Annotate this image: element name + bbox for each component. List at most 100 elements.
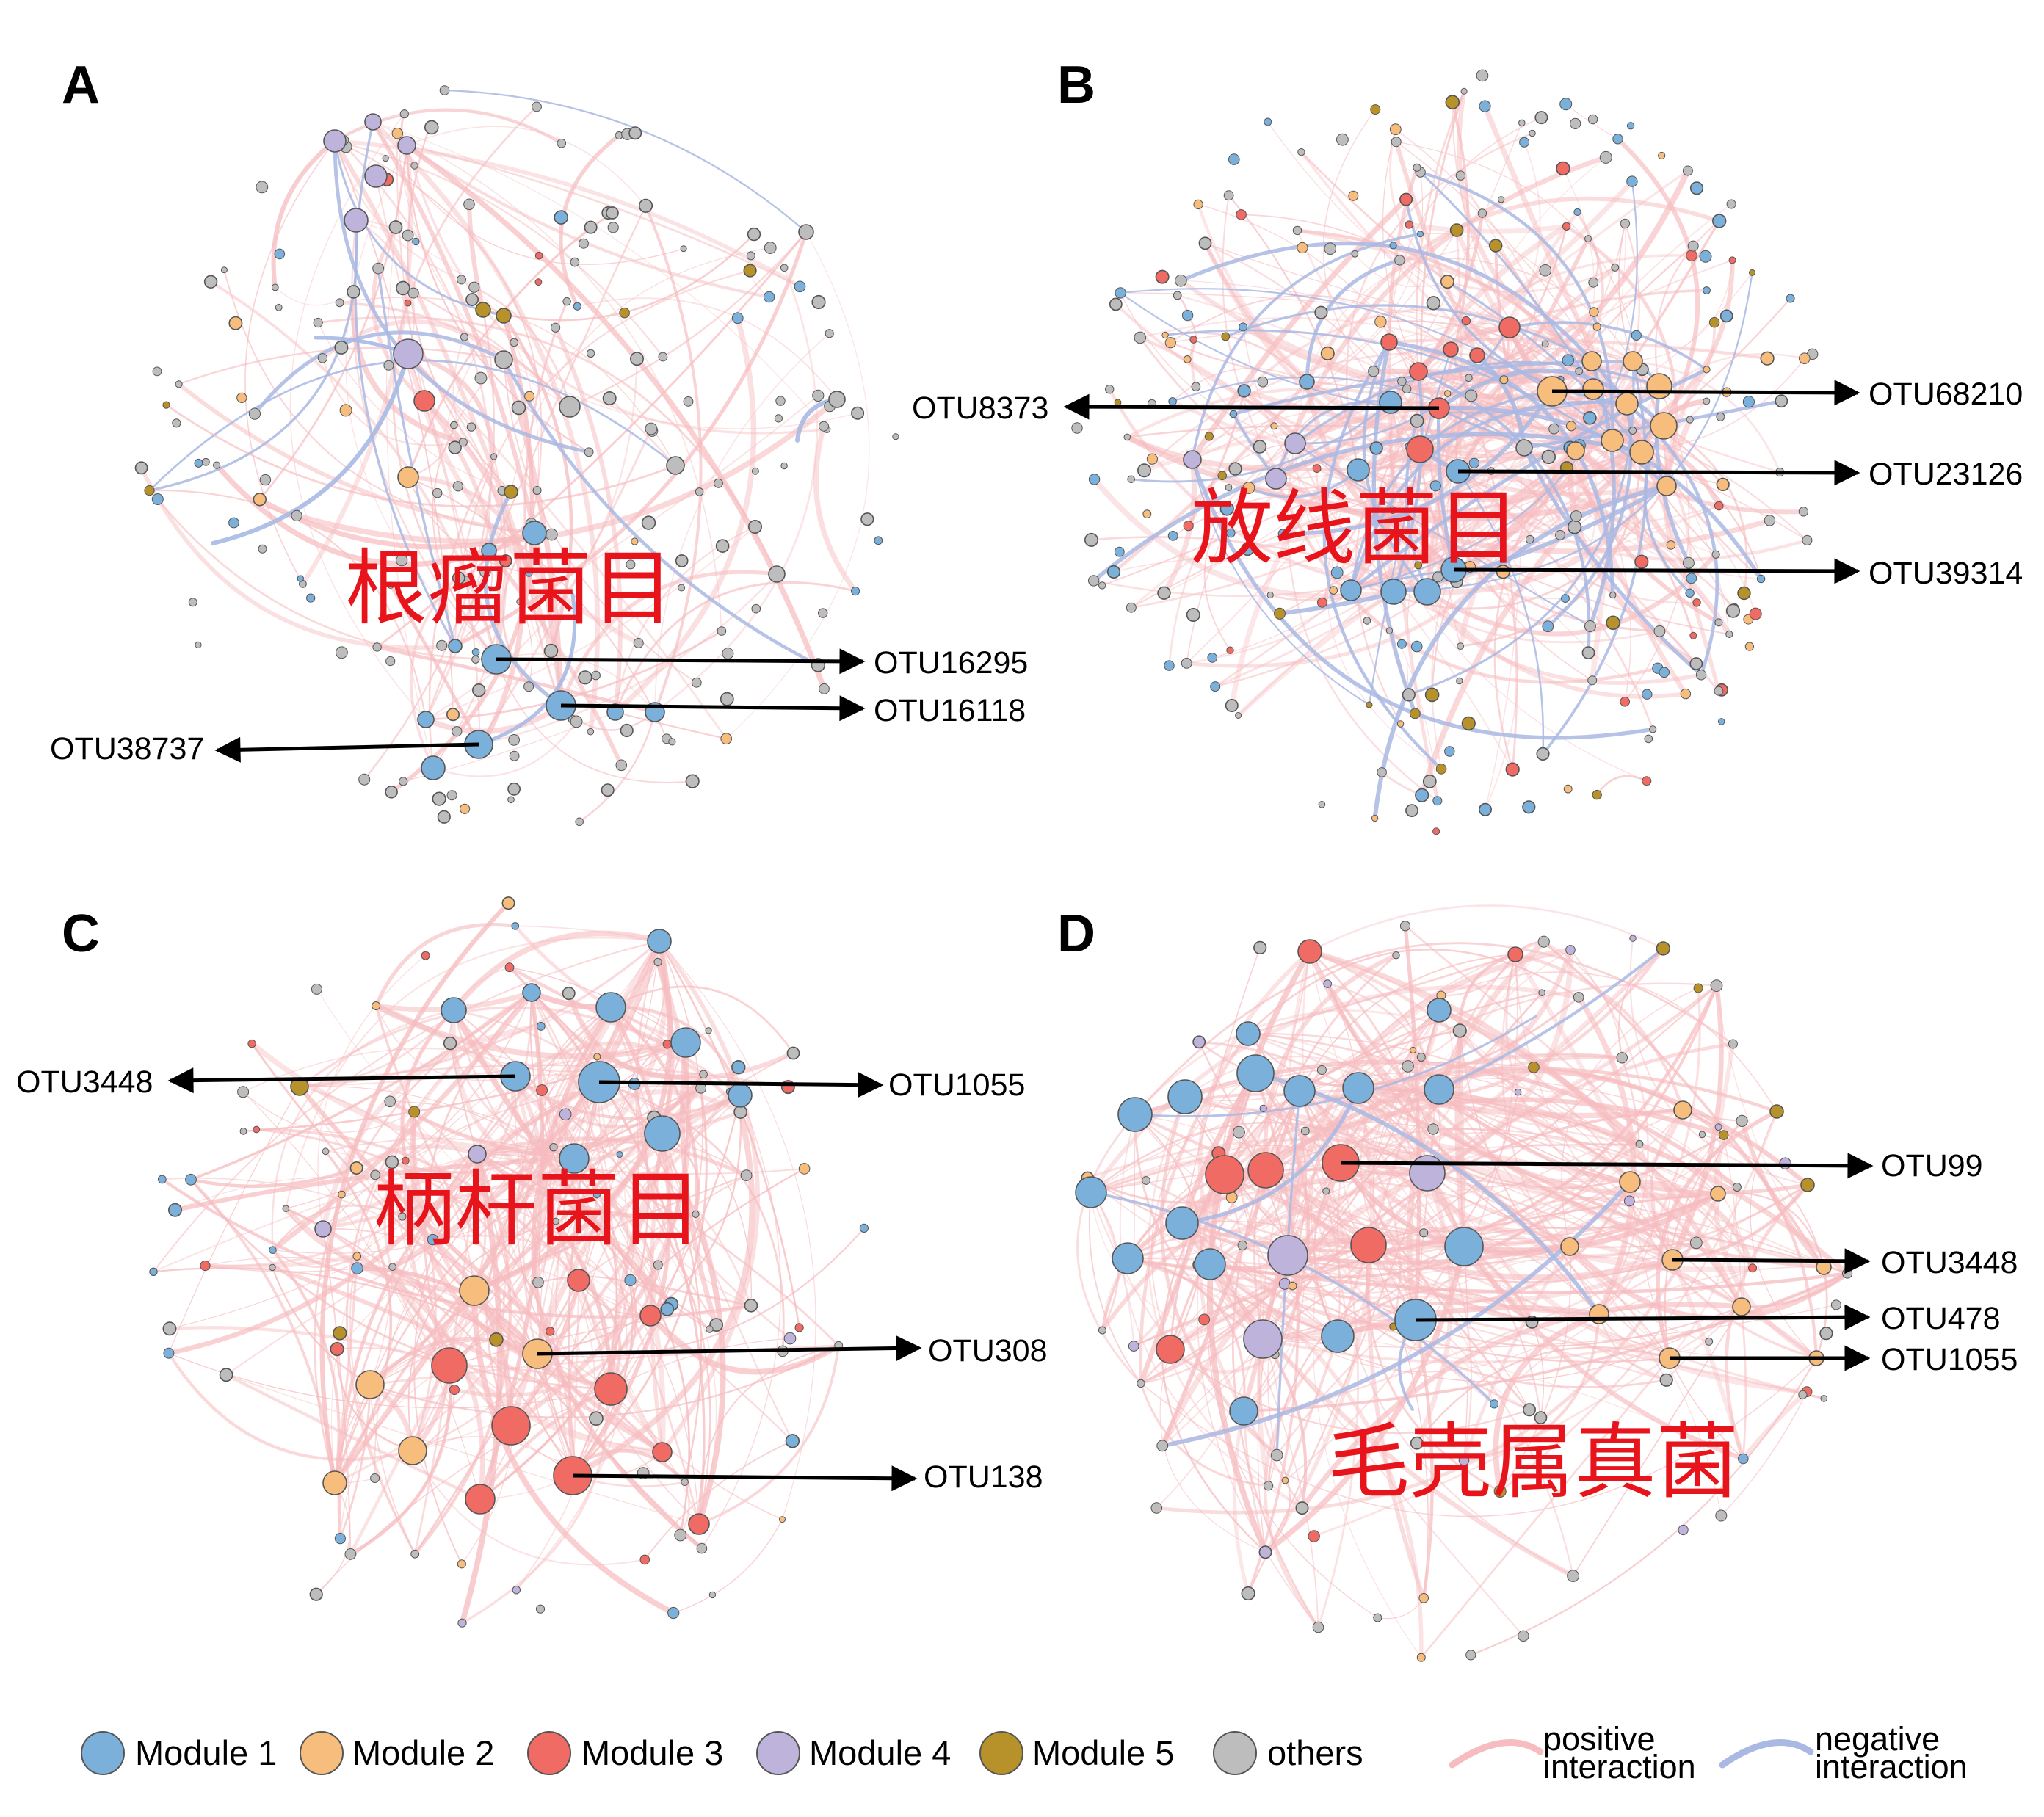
negative-edge (1475, 353, 1526, 450)
network-node (1146, 453, 1159, 465)
network-node (1297, 148, 1305, 156)
network-node (1537, 935, 1550, 948)
positive-edge (1169, 1348, 1531, 1434)
network-node (228, 316, 243, 330)
network-node (1505, 762, 1520, 777)
network-node (1689, 1236, 1703, 1250)
positive-edge (1740, 1389, 1810, 1462)
label-otu16295: OTU16295 (874, 645, 1028, 681)
network-node (524, 391, 535, 402)
network-node (629, 352, 644, 366)
positive-edge (404, 142, 827, 692)
network-node (1210, 681, 1221, 692)
positive-edge (571, 1087, 708, 1477)
network-node (1134, 331, 1147, 344)
network-node (1278, 1277, 1291, 1290)
positive-edge (271, 1266, 372, 1386)
network-node (1426, 296, 1441, 311)
label-otu3448-c: OTU3448 (16, 1065, 153, 1100)
network-node (720, 692, 734, 706)
legend-swatch-module5 (979, 1731, 1023, 1775)
positive-edge (608, 397, 677, 467)
positive-edge (189, 991, 533, 1181)
hub-node (1710, 1186, 1726, 1202)
hub-node (828, 391, 846, 408)
panel-b-taxon-label: 放线菌目 (1191, 481, 1520, 576)
network-node (1229, 410, 1238, 418)
negative-edge (1654, 384, 1691, 565)
positive-edge (1394, 128, 1576, 451)
network-node (466, 422, 476, 432)
network-node (1137, 1379, 1145, 1388)
positive-edge (658, 940, 800, 1329)
positive-edge (1286, 992, 1543, 1257)
network-node (358, 773, 371, 786)
network-node (1410, 708, 1421, 719)
network-node (1257, 376, 1269, 388)
positive-edge (1463, 1313, 1601, 1462)
negative-edge (1508, 321, 1708, 371)
positive-edge (1209, 1263, 1600, 1373)
network-node (1786, 294, 1795, 303)
network-node (779, 1516, 786, 1523)
positive-edge (1255, 1073, 1600, 1315)
network-node (463, 198, 475, 211)
network-node (1563, 784, 1573, 794)
positive-edge (530, 991, 791, 1340)
positive-edge (166, 1151, 480, 1356)
positive-edge (1261, 984, 1718, 1341)
network-node (1542, 620, 1554, 633)
hub-node (1406, 435, 1434, 463)
network-node (219, 1368, 233, 1382)
positive-edge (1572, 1306, 1742, 1577)
network-node (720, 733, 733, 745)
network-node (562, 297, 571, 306)
network-node (1712, 214, 1727, 228)
network-node (1612, 134, 1623, 145)
positive-edge (479, 1041, 690, 1501)
positive-edge (1740, 1305, 1747, 1460)
network-node (1288, 1281, 1297, 1291)
network-node (1629, 935, 1637, 942)
network-node (1168, 397, 1177, 406)
network-node (1417, 231, 1424, 238)
network-node (1240, 542, 1255, 556)
positive-edge (549, 1132, 664, 1332)
negative-edge (1191, 232, 1422, 461)
hub-node (1236, 1054, 1275, 1092)
network-node (1330, 566, 1344, 579)
network-node (638, 198, 653, 213)
network-node (1336, 133, 1349, 146)
positive-edge (271, 138, 338, 290)
network-node (675, 554, 689, 567)
network-node (1715, 1509, 1728, 1522)
positive-edge (1438, 407, 1736, 609)
negative-edge (1438, 407, 1577, 452)
network-node (1799, 352, 1811, 365)
positive-edge (413, 1110, 487, 1292)
positive-edge (432, 720, 578, 777)
positive-edge (629, 1279, 753, 1307)
positive-edge (1631, 353, 1806, 432)
positive-edge (1154, 1192, 1720, 1515)
network-node (1710, 979, 1723, 992)
network-node (1308, 1530, 1320, 1542)
network-node (780, 462, 788, 470)
network-node (1189, 336, 1197, 344)
network-node (1634, 554, 1649, 569)
hub-node (522, 521, 547, 545)
network-node (1397, 377, 1407, 386)
network-node (297, 575, 304, 582)
network-node (535, 1604, 546, 1614)
hub-node (1265, 468, 1287, 490)
network-node (1371, 814, 1379, 822)
label-otu39314: OTU39314 (1869, 556, 2023, 591)
network-node (1374, 316, 1387, 328)
network-node (1389, 242, 1397, 250)
positive-edge (1722, 1134, 1742, 1308)
positive-edge (1134, 1113, 1203, 1351)
network-node (1173, 291, 1182, 300)
network-node (1499, 375, 1509, 385)
positive-edge (1670, 1183, 1810, 1262)
network-node (408, 1106, 421, 1118)
